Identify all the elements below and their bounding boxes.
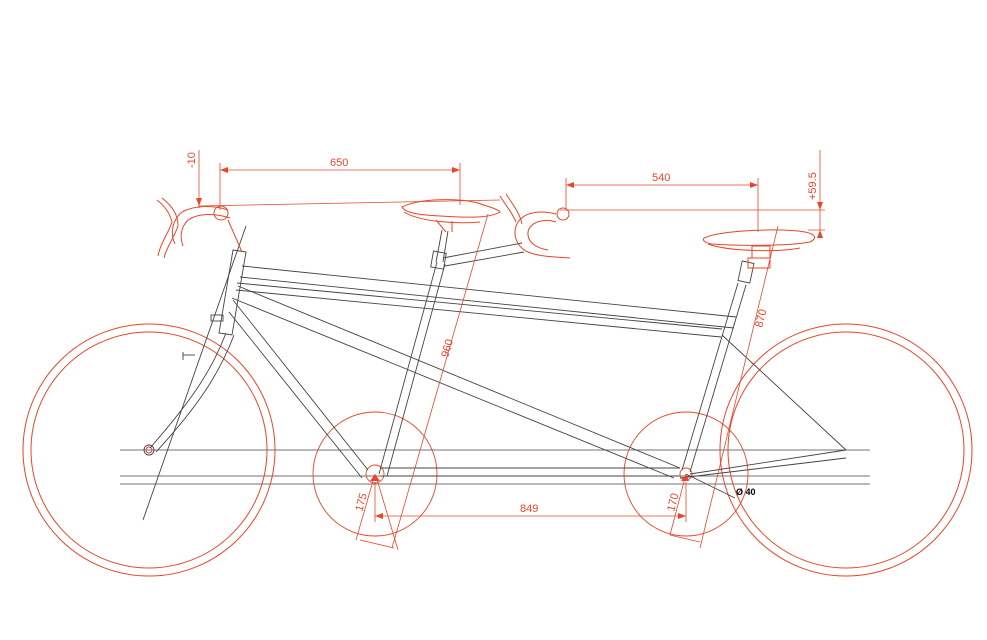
rear-wheel [719, 323, 973, 577]
dim-label-960: 960 [439, 338, 456, 359]
tandem-frame [142, 225, 847, 521]
dim-label-170: 170 [665, 492, 681, 513]
front-handlebar [156, 197, 243, 259]
dimension-arrowheads [196, 167, 823, 519]
dim-label-870: 870 [753, 308, 769, 329]
dim-label-bb-diameter: Ø 40 [736, 487, 756, 497]
dim-label-849: 849 [520, 503, 538, 515]
dim-label-650: 650 [330, 157, 348, 169]
dimension-lines [198, 150, 825, 551]
front-wheel [22, 323, 276, 577]
dim-label-plus-59-5: +59.5 [807, 172, 819, 200]
rear-saddle [703, 229, 816, 269]
ground-reference-lines [120, 449, 870, 485]
dim-label-175: 175 [353, 492, 370, 513]
dim-label-540: 540 [652, 172, 670, 184]
front-saddle [401, 199, 501, 233]
dim-label-minus-10: -10 [186, 152, 198, 168]
stoker-handlebar [499, 193, 571, 259]
